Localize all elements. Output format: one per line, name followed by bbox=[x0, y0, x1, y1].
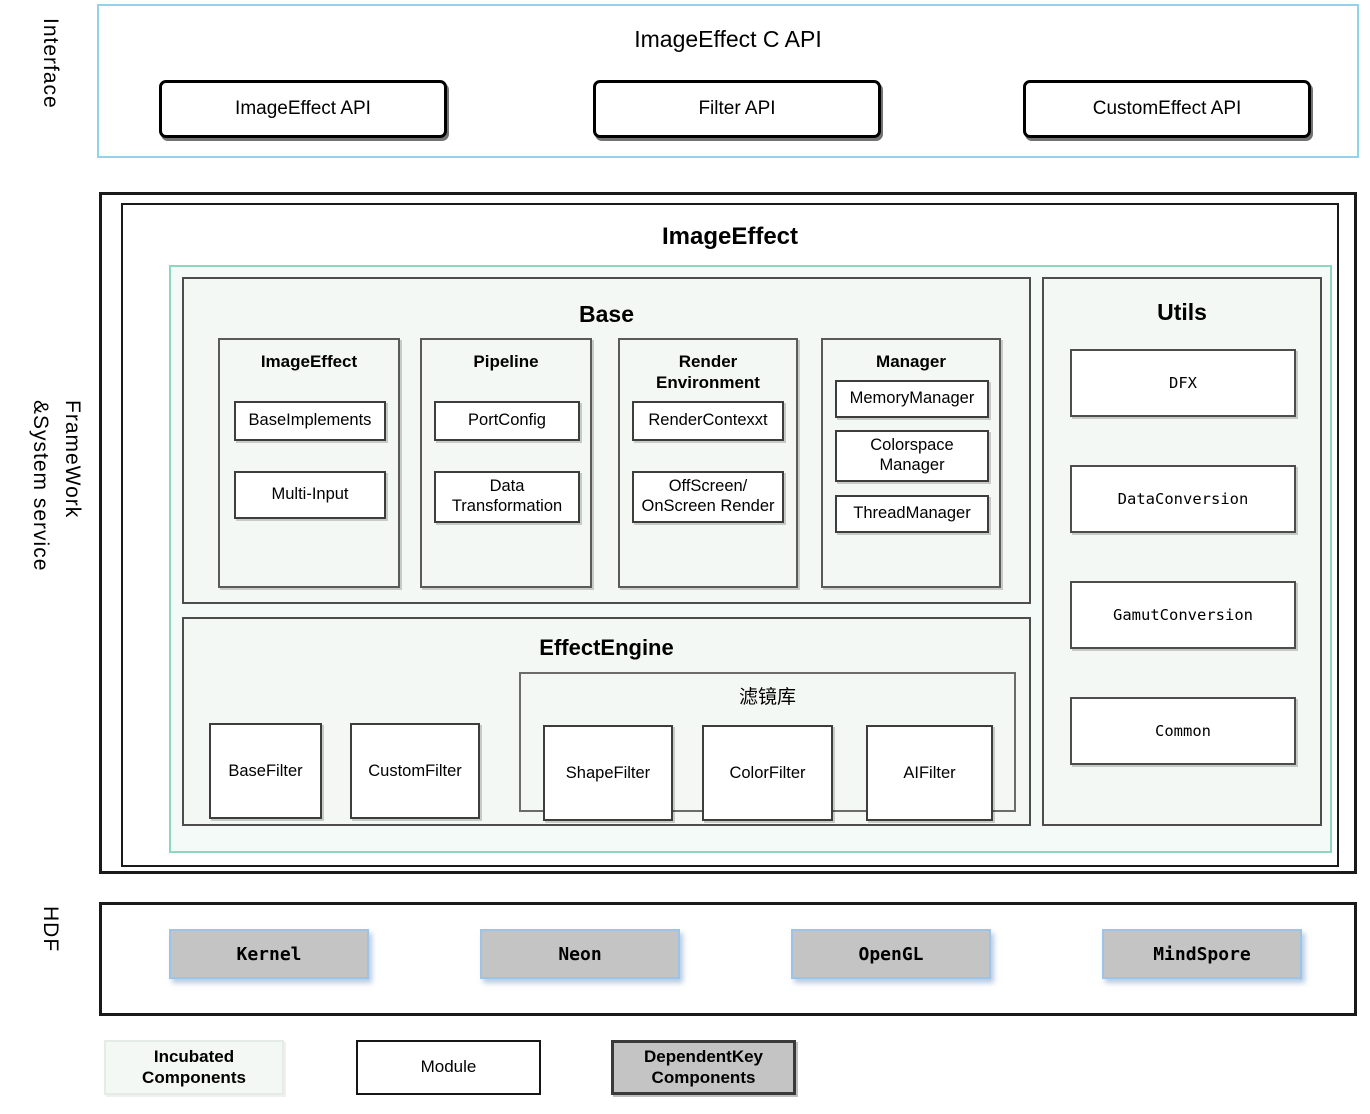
data-transformation-box[interactable]: Data Transformation bbox=[434, 471, 580, 523]
base-column-render-environment: Render Environment RenderContexxt OffScr… bbox=[618, 338, 798, 588]
base-column-imageeffect-title: ImageEffect bbox=[260, 352, 358, 371]
side-label-framework-line2: &System service bbox=[29, 400, 52, 572]
multi-input-box[interactable]: Multi-Input bbox=[234, 471, 386, 519]
rendercontext-box[interactable]: RenderContexxt bbox=[632, 401, 784, 441]
base-column-imageeffect: ImageEffect BaseImplements Multi-Input bbox=[218, 338, 400, 588]
offscreen-onscreen-render-box[interactable]: OffScreen/ OnScreen Render bbox=[632, 471, 784, 523]
utils-gamutconversion-box[interactable]: GamutConversion bbox=[1070, 581, 1296, 649]
side-label-interface: Interface bbox=[39, 18, 62, 109]
base-column-pipeline: Pipeline PortConfig Data Transformation bbox=[420, 338, 592, 588]
framework-inner-frame: ImageEffect Base ImageEffect BaseImpleme… bbox=[121, 203, 1339, 867]
render-title-line1: Render bbox=[678, 352, 738, 371]
portconfig-box[interactable]: PortConfig bbox=[434, 401, 580, 441]
base-column-pipeline-title: Pipeline bbox=[473, 352, 539, 371]
side-label-hdf: HDF bbox=[39, 906, 62, 953]
shapefilter-box[interactable]: ShapeFilter bbox=[543, 725, 673, 821]
basefilter-box[interactable]: BaseFilter bbox=[209, 723, 322, 819]
base-column-manager-title: Manager bbox=[876, 352, 946, 371]
interface-section: ImageEffect C API ImageEffect API Filter… bbox=[97, 4, 1359, 158]
side-label-framework: FrameWork &System service bbox=[22, 400, 84, 650]
interface-title: ImageEffect C API bbox=[634, 26, 822, 52]
side-label-framework-line1: FrameWork bbox=[61, 400, 84, 519]
effectengine-title: EffectEngine bbox=[539, 635, 674, 660]
utils-module: Utils DFX DataConversion GamutConversion… bbox=[1042, 277, 1322, 826]
colorfilter-box[interactable]: ColorFilter bbox=[702, 725, 833, 821]
filter-api-box[interactable]: Filter API bbox=[593, 80, 881, 138]
colorspace-manager-box[interactable]: Colorspace Manager bbox=[835, 430, 989, 482]
utils-title: Utils bbox=[1157, 299, 1207, 325]
hdf-section: Kernel Neon OpenGL MindSpore bbox=[99, 902, 1357, 1016]
legend-module-text: Module bbox=[420, 1057, 477, 1077]
base-title: Base bbox=[579, 301, 634, 327]
opengl-box[interactable]: OpenGL bbox=[791, 929, 991, 979]
kernel-box[interactable]: Kernel bbox=[169, 929, 369, 979]
utils-dataconversion-box[interactable]: DataConversion bbox=[1070, 465, 1296, 533]
customeffect-api-box[interactable]: CustomEffect API bbox=[1023, 80, 1311, 138]
threadmanager-box[interactable]: ThreadManager bbox=[835, 495, 989, 533]
framework-outer-frame: ImageEffect Base ImageEffect BaseImpleme… bbox=[99, 192, 1357, 874]
base-module: Base ImageEffect BaseImplements Multi-In… bbox=[182, 277, 1031, 604]
filter-library-title: 滤镜库 bbox=[738, 687, 796, 708]
filter-library-module: 滤镜库 ShapeFilter ColorFilter AIFilter bbox=[519, 672, 1016, 821]
mindspore-box[interactable]: MindSpore bbox=[1102, 929, 1302, 979]
utils-common-box[interactable]: Common bbox=[1070, 697, 1296, 765]
customfilter-box[interactable]: CustomFilter bbox=[350, 723, 480, 819]
incubated-components-wrapper: Base ImageEffect BaseImplements Multi-In… bbox=[169, 265, 1332, 853]
base-column-manager: Manager MemoryManager Colorspace Manager… bbox=[821, 338, 1001, 588]
aifilter-box[interactable]: AIFilter bbox=[866, 725, 993, 821]
imageeffect-api-box[interactable]: ImageEffect API bbox=[159, 80, 447, 138]
baseimplements-box[interactable]: BaseImplements bbox=[234, 401, 386, 441]
utils-dfx-box[interactable]: DFX bbox=[1070, 349, 1296, 417]
memorymanager-box[interactable]: MemoryManager bbox=[835, 380, 989, 418]
imageeffect-title: ImageEffect bbox=[661, 223, 799, 250]
base-column-render-environment-title: Render Environment bbox=[620, 351, 796, 394]
effectengine-module: EffectEngine BaseFilter CustomFilter 滤镜库… bbox=[182, 617, 1031, 826]
neon-box[interactable]: Neon bbox=[480, 929, 680, 979]
render-title-line2: Environment bbox=[656, 373, 760, 393]
legend-module: Module bbox=[356, 1040, 541, 1095]
